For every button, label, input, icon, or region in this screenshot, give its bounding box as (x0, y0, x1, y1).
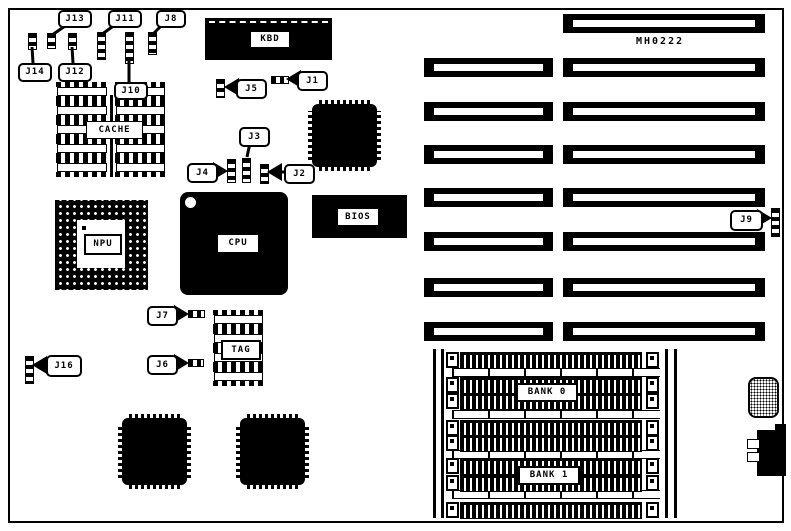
jumper-j13 (47, 33, 56, 49)
simm-socket-row-5 (460, 435, 642, 452)
board-id-text: MH0222 (636, 36, 685, 47)
callout-j8: J8 (156, 10, 186, 28)
callout-j13: J13 (58, 10, 92, 28)
callout-j1: J1 (297, 71, 328, 91)
expansion-slot-3-long (563, 102, 765, 121)
simm-rail-right-outer (674, 349, 677, 518)
expansion-slot-8-long (563, 322, 765, 341)
expansion-slot-6-long (563, 232, 765, 251)
expansion-slot-4-short (424, 145, 553, 164)
kbd-chip (205, 18, 332, 60)
expansion-slot-1-long (563, 14, 765, 33)
expansion-slot-4-long (563, 145, 765, 164)
gate-array-qfp-chip-2 (236, 414, 309, 489)
expansion-slot-8-short (424, 322, 553, 341)
diagram-border (8, 8, 784, 523)
simm-rail-left-inner (441, 349, 444, 518)
npu-label: NPU (84, 234, 122, 255)
expansion-slot-2-short (424, 58, 553, 77)
power-connector-tab-bottom (775, 462, 786, 476)
cache-chip-column-left (55, 82, 109, 177)
chipset-qfp-chip (308, 100, 381, 171)
callout-j9: J9 (730, 210, 763, 231)
simm-latch (446, 502, 459, 518)
simm-latch (446, 377, 459, 393)
simm-latch (646, 502, 659, 518)
gate-array-qfp-chip-1 (118, 414, 191, 489)
cpu-pin1-marker (185, 197, 196, 208)
simm-rail-left-outer (433, 349, 436, 518)
callout-j5: J5 (236, 79, 267, 99)
power-connector-key-2 (747, 452, 760, 462)
expansion-slot-2-long (563, 58, 765, 77)
kbd-pin1-stripe (209, 21, 328, 23)
simm-latch (646, 377, 659, 393)
simm-spacer-row-2 (452, 410, 660, 419)
simm-socket-row-8 (460, 502, 642, 519)
simm-latch (446, 475, 459, 491)
simm-latch (646, 352, 659, 368)
callout-j6: J6 (147, 355, 178, 375)
bank1-label: BANK 1 (518, 466, 580, 485)
callout-j16: J16 (46, 355, 82, 377)
callout-j12: J12 (58, 63, 92, 82)
power-connector-key-1 (747, 439, 760, 449)
simm-latch (446, 393, 459, 409)
callout-j2: J2 (284, 164, 315, 184)
expansion-slot-6-short (424, 232, 553, 251)
cache-label: CACHE (86, 121, 143, 139)
simm-latch (646, 475, 659, 491)
npu-pin1-dot (82, 226, 86, 230)
simm-latch (646, 458, 659, 474)
power-connector-tab-top (775, 424, 786, 432)
callout-j7: J7 (147, 306, 178, 326)
cpu-label: CPU (217, 234, 259, 253)
tag-label: TAG (221, 340, 261, 360)
jumper-j3 (242, 158, 251, 183)
simm-latch (646, 435, 659, 451)
simm-latch (446, 435, 459, 451)
bank0-label: BANK 0 (516, 383, 578, 402)
jumper-j11 (97, 32, 106, 60)
callout-j3: J3 (239, 127, 270, 147)
callout-j14: J14 (18, 63, 52, 82)
expansion-slot-7-short (424, 278, 553, 297)
simm-socket-row-1 (460, 352, 642, 369)
callout-j11: J11 (108, 10, 142, 28)
simm-rail-right-inner (665, 349, 668, 518)
callout-j4: J4 (187, 163, 218, 183)
simm-latch (646, 393, 659, 409)
expansion-slot-5-long (563, 188, 765, 207)
kbd-label: KBD (250, 31, 290, 48)
callout-j10: J10 (114, 82, 148, 100)
expansion-slot-7-long (563, 278, 765, 297)
battery (748, 377, 779, 418)
simm-latch (446, 352, 459, 368)
expansion-slot-5-short (424, 188, 553, 207)
expansion-slot-3-short (424, 102, 553, 121)
simm-latch (446, 458, 459, 474)
bios-label: BIOS (337, 208, 379, 226)
